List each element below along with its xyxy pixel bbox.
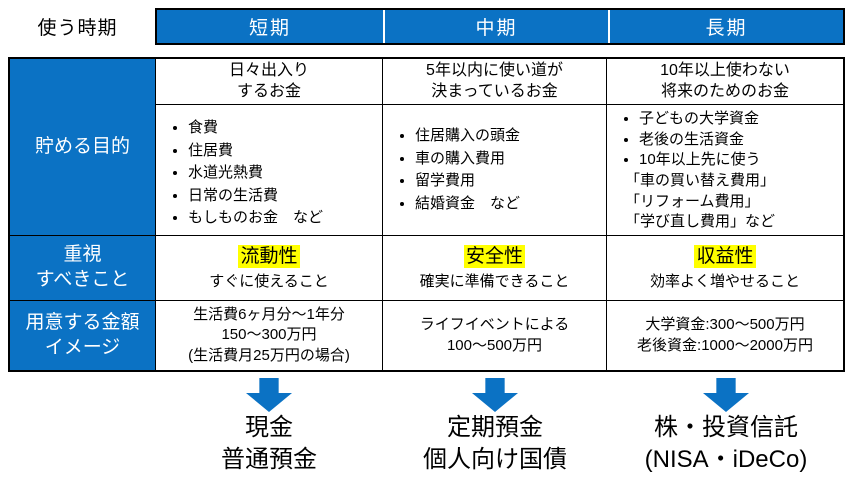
list-item: 「リフォーム費用」: [625, 192, 760, 210]
list-item: 車の購入費用: [415, 148, 602, 171]
row-label-amount: 用意する金額 イメージ: [10, 301, 156, 370]
list-item: 水道光熱費: [188, 162, 378, 185]
list-item: 日常の生活費: [188, 185, 378, 208]
row-label-amount-line1: 用意する金額: [25, 311, 140, 333]
list-item: 子どもの大学資金: [639, 109, 839, 130]
list-item: 10年以上先に使う: [639, 150, 839, 171]
row-label-purpose: 貯める目的: [10, 59, 156, 236]
priority-keyword-highlight: 収益性: [694, 244, 756, 269]
definition-mid-line1: 5年以内に使い道が: [426, 61, 563, 79]
row-label-priority: 重視 すべきこと: [10, 236, 156, 301]
amount-line: 150～300万円: [221, 326, 317, 344]
down-arrow-icon: [703, 378, 749, 412]
amount-line: 生活費6ヶ月分～1年分: [193, 306, 345, 324]
corner-label: 使う時期: [37, 18, 118, 39]
product-short: 現金 普通預金: [129, 412, 409, 475]
list-item: 「学び直し費用」など: [625, 213, 776, 231]
amount-long: 大学資金:300～500万円 老後資金:1000～2000万円: [607, 301, 843, 370]
list-item: もしものお金 など: [188, 207, 378, 230]
definition-short-line2: するお金: [236, 82, 301, 100]
header-short-term: 短期: [248, 18, 291, 39]
list-item: 結婚資金 など: [415, 193, 602, 216]
down-arrow-icon: [472, 378, 518, 412]
amount-line: 100～500万円: [446, 336, 543, 354]
priority-short: 流動性 すぐに使えること: [156, 236, 383, 301]
body-table: 貯める目的 日々出入り するお金 5年以内に使い道が 決まっているお金 10年以…: [8, 57, 845, 372]
priority-desc: 確実に準備できること: [419, 273, 570, 291]
list-item: 老後の生活資金: [639, 130, 839, 151]
purpose-list-short: 食費 住居費 水道光熱費 日常の生活費 もしものお金 など: [156, 105, 383, 236]
list-item: 留学費用: [415, 170, 602, 193]
row-label-purpose-text: 貯める目的: [34, 135, 130, 157]
amount-line: ライフイベントによる: [419, 316, 570, 334]
header-mid-term: 中期: [383, 10, 608, 43]
product-line: 普通預金: [221, 445, 317, 473]
amount-line: 大学資金:300～500万円: [645, 316, 805, 334]
amount-line: 老後資金:1000～2000万円: [637, 336, 813, 354]
priority-desc: 効率よく増やせること: [649, 273, 800, 291]
list-item: 食費: [188, 117, 378, 140]
product-line: 株・投資信託: [654, 414, 798, 441]
list-item: 「車の買い替え費用」: [625, 172, 776, 190]
row-label-amount-line2: イメージ: [44, 336, 121, 358]
priority-desc: すぐに使えること: [209, 273, 329, 291]
header-long-term: 長期: [608, 10, 843, 43]
list-item: 住居費: [188, 140, 378, 163]
priority-keyword-highlight: 安全性: [463, 244, 525, 269]
priority-long: 収益性 効率よく増やせること: [607, 236, 843, 301]
priority-mid: 安全性 確実に準備できること: [383, 236, 607, 301]
purpose-list-long: 子どもの大学資金 老後の生活資金 10年以上先に使う 「車の買い替え費用」 「リ…: [607, 105, 843, 236]
product-line: 個人向け国債: [423, 445, 567, 473]
amount-line: (生活費月25万円の場合): [188, 346, 350, 364]
period-header-bar: 短期 中期 長期: [155, 8, 845, 45]
definition-long-line1: 10年以上使わない: [660, 61, 790, 79]
definition-mid-line2: 決まっているお金: [431, 82, 558, 100]
priority-keyword-highlight: 流動性: [238, 244, 300, 269]
row-label-priority-line2: すべきこと: [35, 269, 130, 290]
definition-long: 10年以上使わない 将来のためのお金: [607, 59, 843, 105]
down-arrow-icon: [246, 378, 292, 412]
product-line: 定期預金: [447, 414, 543, 441]
header-row: 使う時期 短期 中期 長期: [0, 8, 845, 45]
row-label-priority-line1: 重視: [63, 244, 102, 266]
product-line: 現金: [245, 414, 293, 441]
amount-mid: ライフイベントによる 100～500万円: [383, 301, 607, 370]
definition-long-line2: 将来のためのお金: [660, 82, 789, 100]
definition-mid: 5年以内に使い道が 決まっているお金: [383, 59, 607, 105]
amount-short: 生活費6ヶ月分～1年分 150～300万円 (生活費月25万円の場合): [156, 301, 383, 370]
product-long: 株・投資信託 (NISA・iDeCo): [586, 412, 850, 475]
definition-short: 日々出入り するお金: [156, 59, 383, 105]
definition-short-line1: 日々出入り: [228, 61, 309, 79]
product-mid: 定期預金 個人向け国債: [355, 412, 635, 475]
purpose-list-mid: 住居購入の頭金 車の購入費用 留学費用 結婚資金 など: [383, 105, 607, 236]
product-line: (NISA・iDeCo): [644, 445, 808, 473]
list-item: 住居購入の頭金: [415, 125, 602, 148]
